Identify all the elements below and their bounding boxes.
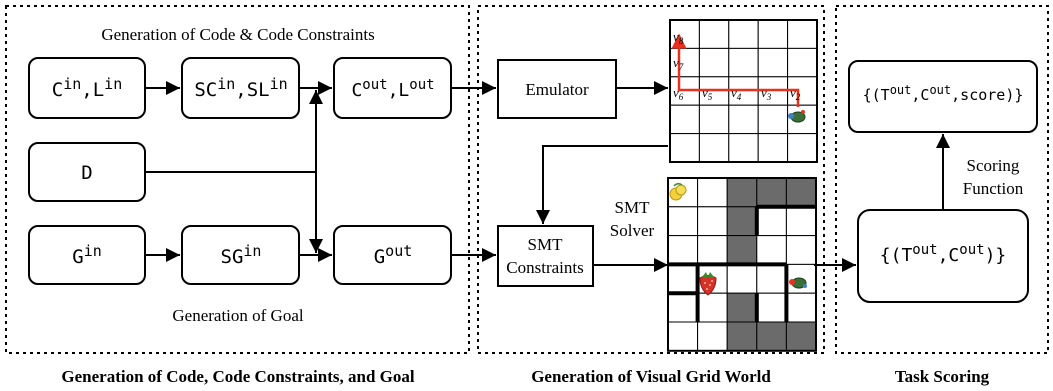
box-smt-constraints xyxy=(497,225,594,287)
wall-cell xyxy=(726,235,758,265)
grid-cell xyxy=(667,235,699,265)
wall-cell xyxy=(726,177,758,208)
box-tout-cout-label: {(Tout,Cout)} xyxy=(880,242,1007,266)
box-cin-lin-label: Cin,Lin xyxy=(52,75,122,101)
wall-cell xyxy=(785,177,817,208)
grid-cell xyxy=(728,104,759,135)
box-smt-line2: Constraints xyxy=(506,258,583,277)
code-constraints-heading: Generation of Code & Code Constraints xyxy=(101,25,374,44)
wall-cell xyxy=(756,321,787,352)
path-vertex-labels: v8 v7 v6 v5 v4 v3 v2 xyxy=(673,29,801,102)
panel-caption-middle: Generation of Visual Grid World xyxy=(531,367,771,386)
grid-cell xyxy=(787,133,818,163)
grid-cell xyxy=(756,235,787,265)
wall-cell xyxy=(726,292,758,323)
path-line xyxy=(671,33,800,107)
turtle-icon xyxy=(789,277,807,289)
grid-cell xyxy=(698,104,730,135)
grid-cell xyxy=(728,133,759,163)
grid-cell xyxy=(698,133,730,163)
grid-cell xyxy=(697,321,728,352)
grid-cell xyxy=(757,104,789,135)
grid-cell xyxy=(785,206,817,237)
wall-cell xyxy=(726,321,758,352)
box-emulator-label: Emulator xyxy=(525,80,589,99)
grid-cell xyxy=(756,263,787,294)
smt-solver-line2: Solver xyxy=(610,221,655,240)
scoring-function-line1: Scoring xyxy=(967,156,1020,175)
box-score-set-label: {(Tout,Cout,score)} xyxy=(863,83,1024,104)
smt-solver-line1: SMT xyxy=(615,198,651,217)
grid-cell xyxy=(787,47,818,78)
vertex-label: v3 xyxy=(761,85,772,102)
grid-cell xyxy=(667,206,699,237)
vertex-label: v2 xyxy=(790,85,801,102)
wall-cell xyxy=(726,206,758,237)
grid-cell xyxy=(728,47,759,78)
grid-cell xyxy=(669,133,700,163)
vertex-label: v8 xyxy=(673,29,684,46)
grid-cell xyxy=(785,235,817,265)
grid-cell xyxy=(757,133,789,163)
scoring-function-line2: Function xyxy=(963,179,1024,198)
box-sgin-label: SGin xyxy=(221,242,262,268)
grid-cell xyxy=(669,104,700,135)
grid-cell xyxy=(698,47,730,78)
grid-cell xyxy=(667,292,699,323)
grid-cell xyxy=(667,321,699,352)
grid-cell xyxy=(697,177,728,208)
box-smt-line1: SMT xyxy=(528,235,564,254)
panel-caption-left: Generation of Code, Code Constraints, an… xyxy=(61,367,415,386)
box-d-label: D xyxy=(81,162,92,184)
grid-cell xyxy=(785,292,817,323)
panel-caption-right: Task Scoring xyxy=(895,367,990,386)
box-cout-lout-label: Cout,Lout xyxy=(351,77,434,101)
grid-cell xyxy=(756,206,787,237)
grid-cell xyxy=(757,19,789,49)
grid-cell xyxy=(756,292,787,323)
strawberry-icon xyxy=(699,272,717,296)
box-scin-slin-label: SCin,SLin xyxy=(194,75,287,101)
vertex-label: v7 xyxy=(673,55,684,72)
grid-walls xyxy=(668,204,816,322)
panel-task-scoring xyxy=(835,5,1049,354)
vertex-label: v5 xyxy=(702,85,713,102)
box-score-set xyxy=(848,60,1038,133)
grid-cell xyxy=(667,263,699,294)
turtle-icon xyxy=(788,110,806,123)
grid-border xyxy=(669,19,818,163)
lemon-icon xyxy=(669,182,687,201)
grid-cell xyxy=(697,206,728,237)
panel-code-and-goal xyxy=(5,5,470,354)
vertex-label: v4 xyxy=(731,85,742,102)
vertex-label: v6 xyxy=(673,85,684,102)
grid-cell xyxy=(728,19,759,49)
arrow-grid-to-smt xyxy=(536,145,668,224)
box-gout-label: Gout xyxy=(374,242,413,268)
wall-cell xyxy=(785,321,817,352)
puzzle-grid xyxy=(667,177,817,352)
grid-cell xyxy=(697,235,728,265)
goal-heading: Generation of Goal xyxy=(172,306,304,325)
wall-cell xyxy=(756,177,787,208)
grid-cell xyxy=(757,47,789,78)
panel-grid-world xyxy=(477,5,825,354)
grid-cell xyxy=(697,292,728,323)
grid-cell xyxy=(726,263,758,294)
grid-cell xyxy=(787,19,818,49)
agent-path xyxy=(671,33,800,107)
box-gin-label: Gin xyxy=(72,242,102,268)
grid-cell xyxy=(698,19,730,49)
